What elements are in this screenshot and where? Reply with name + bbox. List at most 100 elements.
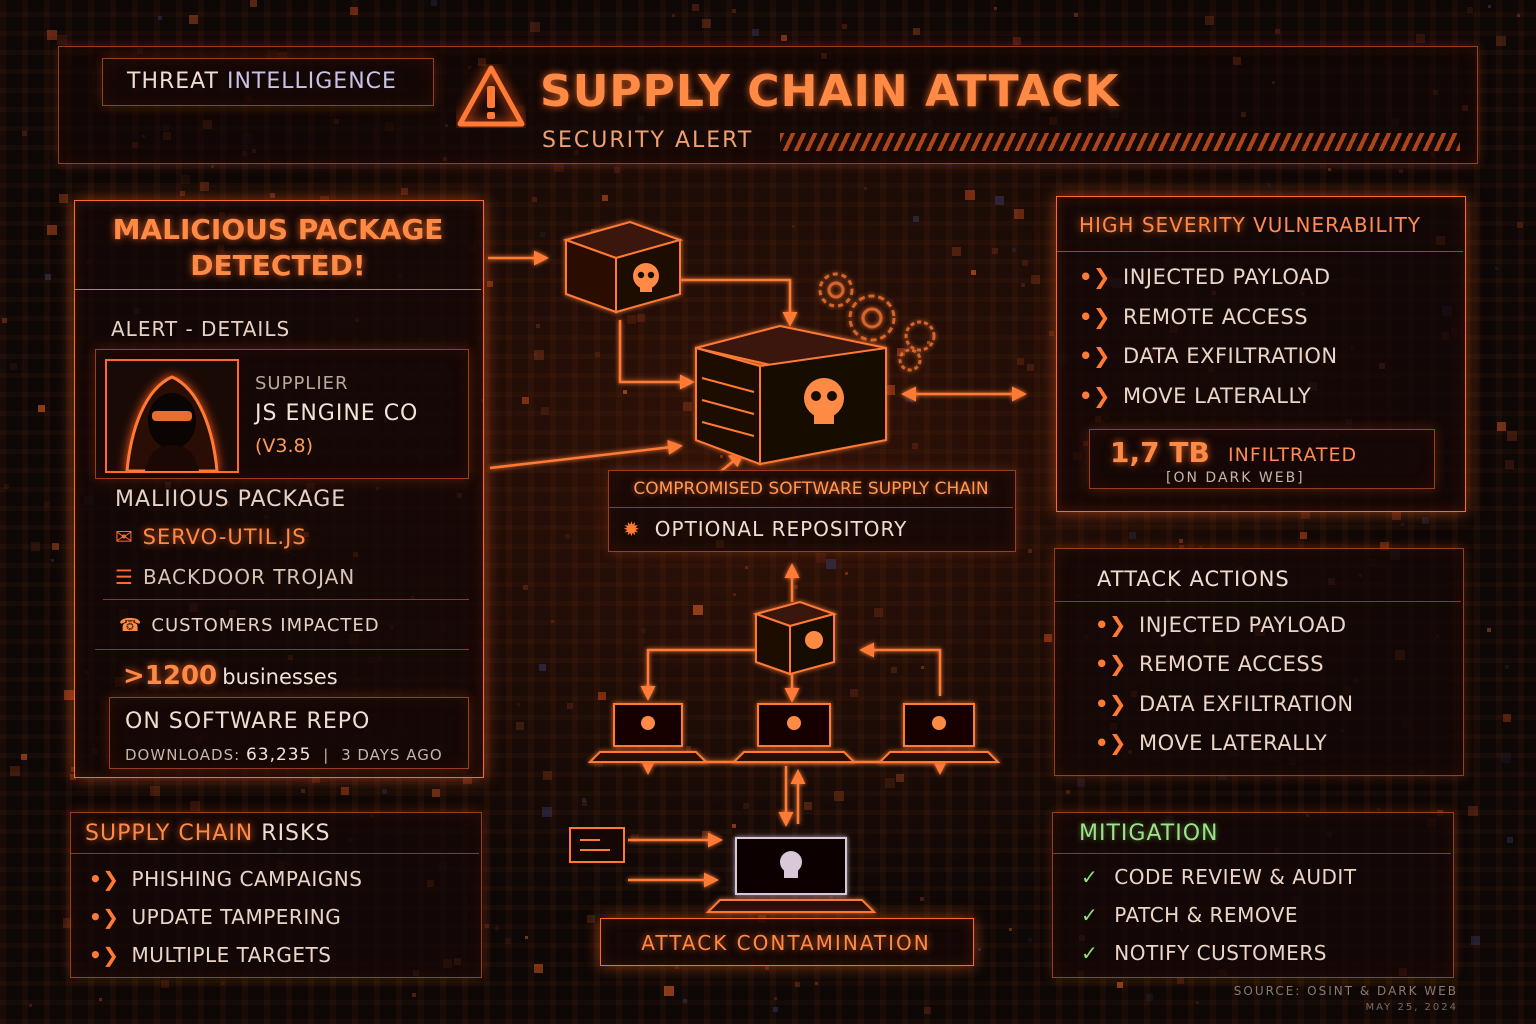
noise-pixel [57,35,67,45]
alert-details-label: ALERT - DETAILS [111,317,291,341]
noise-pixel [1380,542,1389,551]
page-title: SUPPLY CHAIN ATTACK [540,66,1120,117]
noise-pixel [312,775,320,783]
noise-pixel [1505,460,1514,469]
arrow-icon: •❯ [89,905,120,929]
noise-pixel [1199,546,1202,549]
noise-pixel [720,455,723,458]
noise-pixel [70,774,76,780]
noise-pixel [1300,532,1307,539]
volume-label: INFILTRATED [1228,444,1358,466]
noise-pixel [614,167,620,173]
noise-pixel [47,30,57,40]
mitigation-panel: MITIGATION ✓CODE REVIEW & AUDIT ✓PATCH &… [1052,812,1454,978]
actions-panel: ATTACK ACTIONS •❯INJECTED PAYLOAD •❯REMO… [1054,548,1464,776]
noise-pixel [270,193,275,198]
noise-pixel [1275,29,1280,34]
severity-item-label: INJECTED PAYLOAD [1123,265,1331,289]
mitigation-item-label: PATCH & REMOVE [1114,903,1299,927]
noise-pixel [38,405,45,412]
customers-count: >1200 [123,661,218,691]
risk-item-label: MULTIPLE TARGETS [131,943,332,967]
noise-pixel [1028,549,1032,553]
noise-pixel [1012,248,1016,252]
noise-pixel [1507,431,1517,441]
noise-pixel [598,692,606,700]
noise-pixel [792,225,795,228]
noise-pixel [587,915,595,923]
noise-pixel [523,585,528,590]
noise-pixel [1503,714,1511,722]
flow-arrow [618,320,695,390]
noise-pixel [534,350,544,360]
noise-pixel [595,352,600,357]
noise-pixel [1505,665,1509,669]
noise-pixel [99,998,102,1001]
noise-pixel [10,363,17,370]
alert-heading-line2: DETECTED! [190,249,366,282]
noise-pixel [517,703,520,706]
noise-pixel [631,834,639,842]
hub-server-skull-icon [752,600,838,676]
noise-pixel [190,801,200,811]
noise-pixel [250,0,257,7]
noise-pixel [834,791,844,801]
flow-arrow [678,278,798,327]
noise-pixel [683,999,687,1003]
noise-pixel [765,966,769,970]
contamination-label: ATTACK CONTAMINATION [641,931,931,955]
noise-pixel [850,689,858,697]
noise-pixel [350,7,358,15]
noise-pixel [525,936,528,939]
noise-pixel [1049,331,1054,336]
volume-card: 1,7 TB INFILTRATED [ON DARK WEB] [1089,429,1435,489]
customers-label: CUSTOMERS IMPACTED [151,615,380,636]
package-label: MALIIOUS PACKAGE [115,487,347,512]
noise-pixel [463,775,472,784]
severity-panel: HIGH SEVERITY VULNERABILITY •❯INJECTED P… [1056,196,1466,512]
noise-pixel [913,28,920,35]
noise-pixel [540,232,545,237]
arrow-icon: •❯ [89,943,120,967]
noise-pixel [773,1007,778,1012]
noise-pixel [1031,275,1040,284]
severity-item: •❯REMOTE ACCESS [1079,305,1308,329]
noise-pixel [795,982,800,987]
noise-pixel [1146,994,1153,1001]
noise-pixel [1467,7,1473,13]
noise-pixel [927,341,930,344]
noise-pixel [565,534,570,539]
page-subtitle: SECURITY ALERT [542,128,754,153]
noise-pixel [542,807,552,817]
arrow-icon: •❯ [1095,652,1128,676]
footer-date: MAY 25, 2024 [1365,1002,1458,1013]
noise-pixel [826,559,836,569]
noise-pixel [1416,34,1425,43]
infected-laptop-icon [705,837,877,913]
noise-pixel [675,965,679,969]
noise-pixel [200,182,209,191]
noise-pixel [842,24,847,29]
noise-pixel [1392,511,1401,520]
noise-pixel [485,924,489,928]
noise-pixel [1014,209,1024,219]
noise-pixel [543,771,552,780]
noise-pixel [161,980,169,988]
mitigation-item-label: NOTIFY CUSTOMERS [1114,941,1327,965]
noise-pixel [47,225,57,235]
noise-pixel [683,402,692,411]
volume-note: [ON DARK WEB] [1166,470,1305,486]
noise-pixel [534,964,543,973]
noise-pixel [1495,267,1498,270]
supplier-version: (V3.8) [255,435,314,457]
hooded-hacker-icon [105,359,239,473]
noise-pixel [1044,634,1052,642]
noise-pixel [551,620,554,623]
noise-pixel [693,605,703,615]
section-title-word2: INTELLIGENCE [226,69,397,94]
mitigation-item: ✓PATCH & REMOVE [1081,903,1298,927]
severity-item-label: REMOTE ACCESS [1123,305,1309,329]
noise-pixel [637,314,645,322]
flow-arrow [719,452,745,473]
noise-pixel [22,131,27,136]
